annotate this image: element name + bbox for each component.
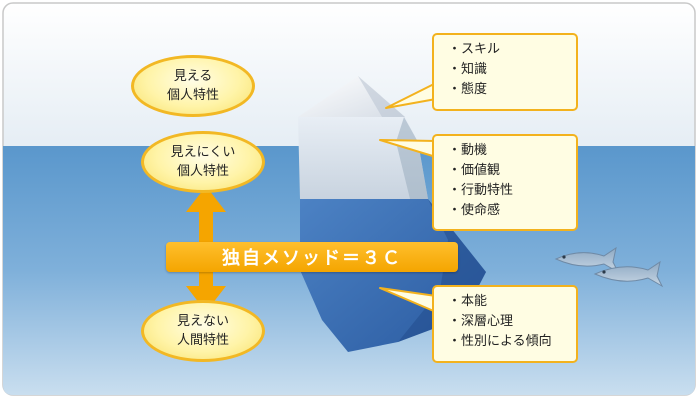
visible-traits-line1: 見える — [173, 69, 213, 84]
callout-bottom: 本能 深層心理 性別による傾向 — [432, 285, 578, 363]
invisible-traits-label: 見えない 人間特性 — [141, 300, 265, 362]
fish-icon — [554, 246, 620, 274]
fish-icon — [593, 260, 664, 288]
callout-middle-item: 行動特性 — [448, 181, 566, 201]
invisible-traits-line1: 見えない — [176, 314, 229, 329]
iceberg-middle — [298, 117, 428, 199]
callout-bottom-item: 本能 — [448, 292, 566, 312]
visible-traits-line2: 個人特性 — [166, 88, 219, 103]
callout-middle-item: 動機 — [448, 141, 566, 161]
callout-top-item: 態度 — [448, 80, 566, 100]
less-visible-traits-label: 見えにくい 個人特性 — [141, 131, 265, 193]
arrow-head-down — [186, 286, 226, 312]
visible-traits-label: 見える 個人特性 — [131, 55, 255, 117]
less-visible-traits-line1: 見えにくい — [170, 145, 236, 160]
invisible-traits-line2: 人間特性 — [176, 333, 229, 348]
method-banner: 独自メソッド＝３Ｃ — [166, 242, 458, 272]
callout-top: スキル 知識 態度 — [432, 33, 578, 111]
callout-top-item: 知識 — [448, 60, 566, 80]
callout-middle-item: 使命感 — [448, 201, 566, 221]
callout-bottom-item: 深層心理 — [448, 312, 566, 332]
less-visible-traits-line2: 個人特性 — [176, 164, 229, 179]
callout-top-item: スキル — [448, 40, 566, 60]
callout-middle-item: 価値観 — [448, 161, 566, 181]
callout-middle: 動機 価値観 行動特性 使命感 — [432, 134, 578, 231]
callout-bottom-item: 性別による傾向 — [448, 332, 566, 352]
iceberg-middle-shadow — [396, 117, 428, 199]
arrow-head-up — [186, 186, 226, 212]
